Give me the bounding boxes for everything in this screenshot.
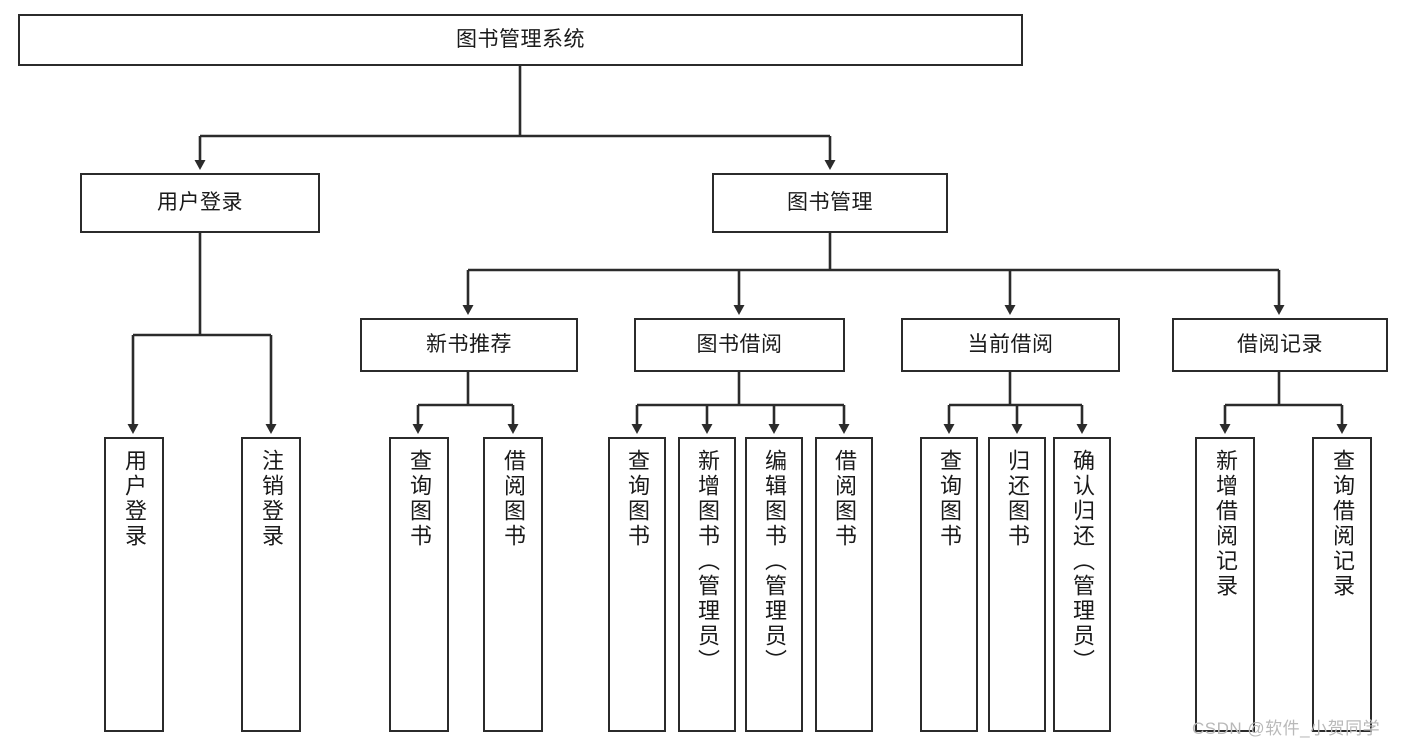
node-leaf-add-borrow-record-label: 新增借阅记录 xyxy=(1213,449,1238,599)
node-leaf-borrow-book-rec[interactable]: 借阅图书 xyxy=(483,437,543,732)
node-book-borrow-label: 图书借阅 xyxy=(696,333,783,357)
node-leaf-return-book[interactable]: 归还图书 xyxy=(988,437,1046,732)
node-leaf-user-logout[interactable]: 注销登录 xyxy=(241,437,301,732)
node-leaf-user-login[interactable]: 用户登录 xyxy=(104,437,164,732)
node-leaf-edit-book-admin[interactable]: 编辑图书（管理员） xyxy=(745,437,803,732)
node-leaf-return-book-label: 归还图书 xyxy=(1005,449,1030,549)
node-new-book-recommend-label: 新书推荐 xyxy=(426,333,512,357)
node-leaf-borrow-book-bor-label: 借阅图书 xyxy=(832,449,857,549)
node-user-login[interactable]: 用户登录 xyxy=(80,173,320,233)
node-leaf-query-book-cur-label: 查询图书 xyxy=(937,449,962,549)
node-leaf-confirm-return-admin[interactable]: 确认归还（管理员） xyxy=(1053,437,1111,732)
node-new-book-recommend[interactable]: 新书推荐 xyxy=(360,318,578,372)
node-leaf-confirm-return-admin-label: 确认归还（管理员） xyxy=(1070,449,1095,674)
node-leaf-borrow-book-bor[interactable]: 借阅图书 xyxy=(815,437,873,732)
node-leaf-query-book-bor[interactable]: 查询图书 xyxy=(608,437,666,732)
node-current-borrow[interactable]: 当前借阅 xyxy=(901,318,1120,372)
node-leaf-add-borrow-record[interactable]: 新增借阅记录 xyxy=(1195,437,1255,732)
node-borrow-record-label: 借阅记录 xyxy=(1237,333,1323,357)
node-leaf-query-borrow-record[interactable]: 查询借阅记录 xyxy=(1312,437,1372,732)
node-book-manage[interactable]: 图书管理 xyxy=(712,173,948,233)
node-current-borrow-label: 当前借阅 xyxy=(967,333,1054,357)
node-leaf-borrow-book-rec-label: 借阅图书 xyxy=(501,449,526,549)
node-user-login-label: 用户登录 xyxy=(157,191,243,215)
node-leaf-user-login-label: 用户登录 xyxy=(122,449,147,549)
node-leaf-query-borrow-record-label: 查询借阅记录 xyxy=(1330,449,1355,599)
node-leaf-user-logout-label: 注销登录 xyxy=(259,449,284,549)
node-leaf-add-book-admin[interactable]: 新增图书（管理员） xyxy=(678,437,736,732)
node-leaf-query-book-bor-label: 查询图书 xyxy=(625,449,650,549)
node-leaf-query-book-cur[interactable]: 查询图书 xyxy=(920,437,978,732)
node-root[interactable]: 图书管理系统 xyxy=(18,14,1023,66)
node-leaf-edit-book-admin-label: 编辑图书（管理员） xyxy=(762,449,787,674)
node-leaf-query-book-rec-label: 查询图书 xyxy=(407,449,432,549)
node-borrow-record[interactable]: 借阅记录 xyxy=(1172,318,1388,372)
node-book-manage-label: 图书管理 xyxy=(787,191,873,215)
node-leaf-query-book-rec[interactable]: 查询图书 xyxy=(389,437,449,732)
node-root-label: 图书管理系统 xyxy=(456,28,585,52)
node-book-borrow[interactable]: 图书借阅 xyxy=(634,318,845,372)
csdn-watermark: CSDN @软件_小贺同学 xyxy=(1192,719,1381,738)
node-leaf-add-book-admin-label: 新增图书（管理员） xyxy=(695,449,720,674)
